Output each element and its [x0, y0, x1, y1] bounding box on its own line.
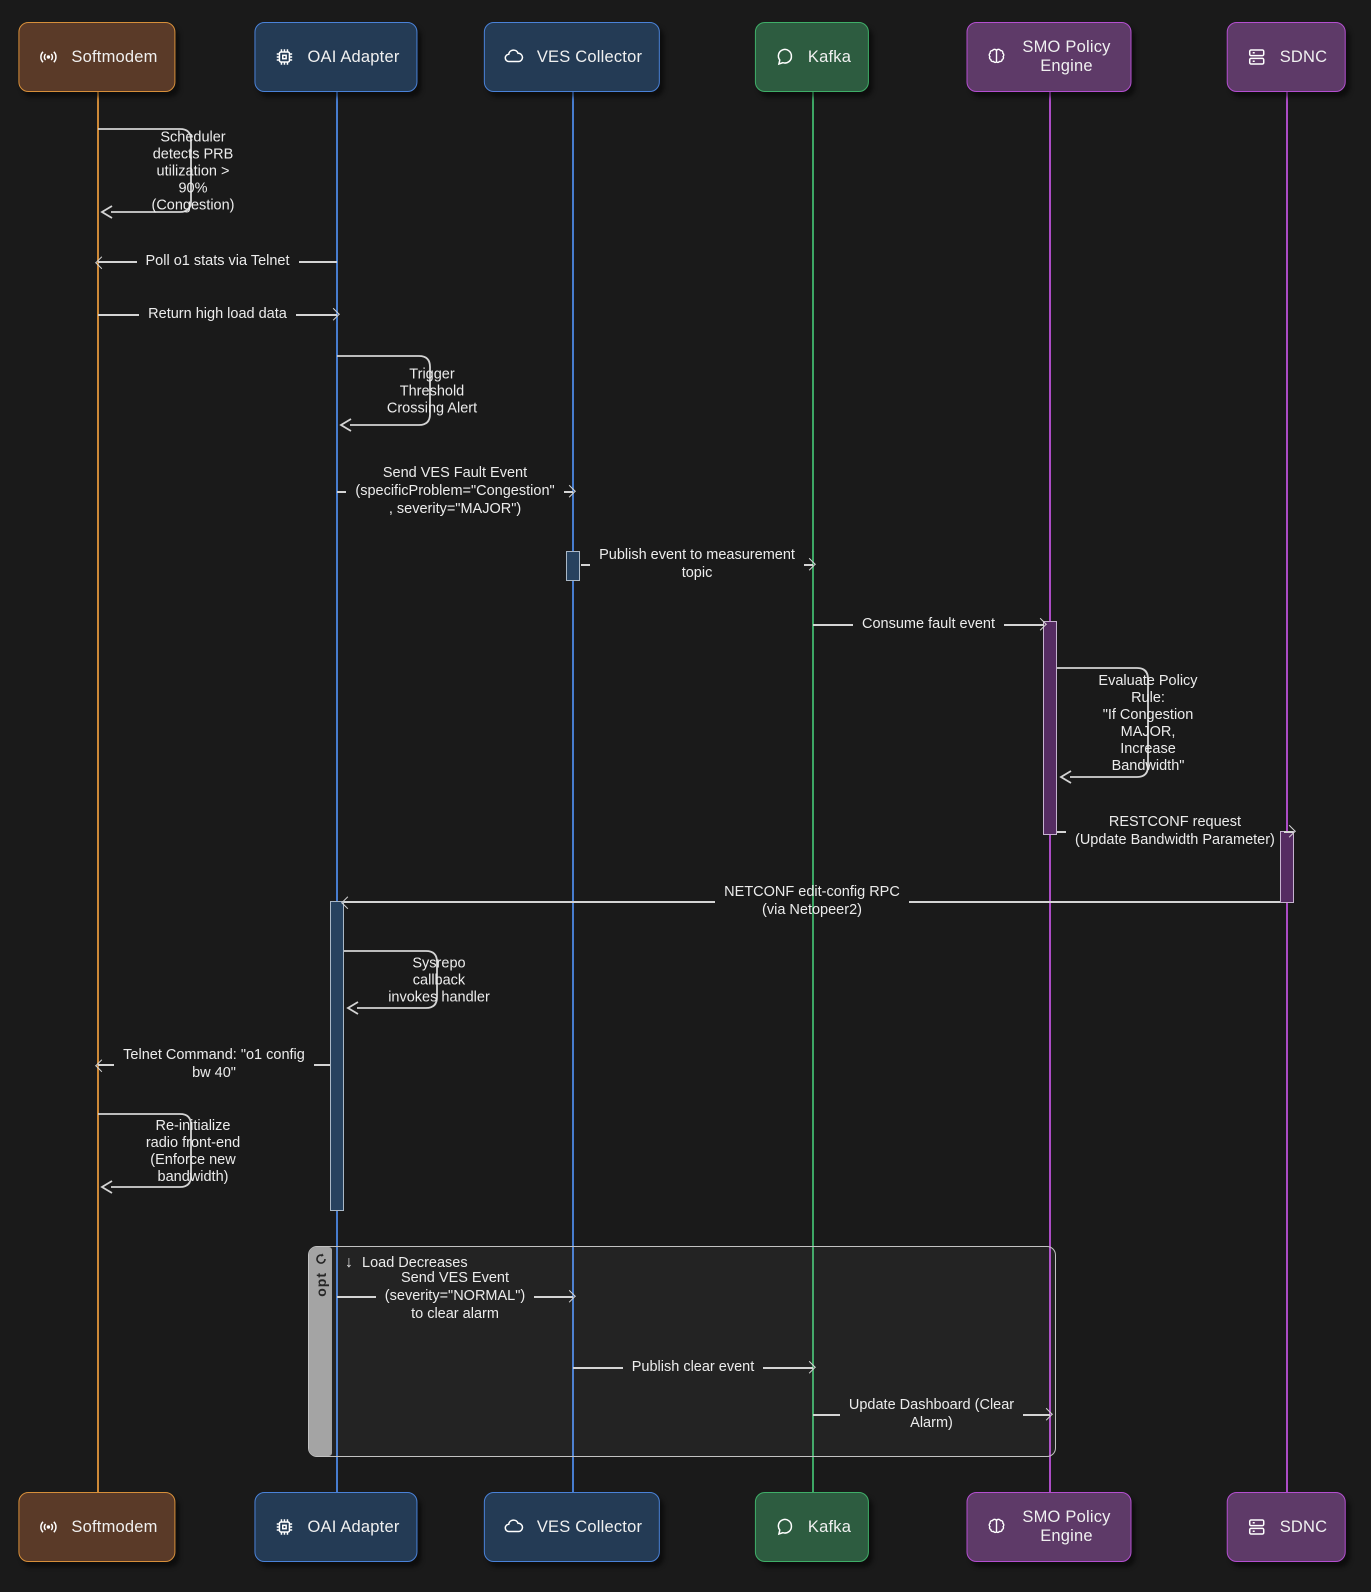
arrow-left: [344, 901, 716, 903]
server-icon: [1248, 49, 1265, 65]
message-label: Poll o1 stats via Telnet: [145, 253, 290, 270]
message-update-dashboard: Update Dashboard (Clear Alarm): [813, 1395, 1051, 1435]
message-trigger-threshold-alert: Trigger Threshold Crossing Alert: [337, 353, 505, 432]
arrow-right: [534, 1296, 574, 1298]
opt-fragment: opt ↓ Load Decreases: [308, 1246, 1056, 1457]
message-publish-event-measurement-topic: Publish event to measurement topic: [581, 545, 814, 585]
opt-condition: ↓ Load Decreases: [345, 1254, 468, 1272]
participant-sdnc-bottom: SDNC: [1226, 1492, 1346, 1562]
participant-sdnc-top: SDNC: [1226, 22, 1346, 92]
message-return-high-load: Return high load data: [98, 300, 337, 330]
opt-fragment-tab: opt: [309, 1247, 332, 1456]
lifeline-kafka: [812, 92, 814, 1492]
participant-name: VES Collector: [536, 1517, 643, 1536]
loop-arrow-icon: [315, 1253, 326, 1264]
lifeline-sdnc: [1286, 92, 1288, 1492]
participant-ves-collector-top: VES Collector: [483, 22, 661, 92]
lifeline-ves-collector: [572, 92, 574, 1492]
participant-name: OAI Adapter: [307, 47, 400, 66]
message-evaluate-policy-rule: Evaluate Policy Rule: "If Congestion MAJ…: [1057, 665, 1217, 784]
participant-name: SDNC: [1279, 1517, 1328, 1536]
chip-icon: [276, 1519, 293, 1535]
message-label: Send VES Fault Event (specificProblem="C…: [355, 465, 555, 517]
message-label: Return high load data: [148, 306, 287, 323]
opt-condition-label: Load Decreases: [362, 1255, 468, 1271]
message-netconf-edit-config: NETCONF edit-config RPC (via Netopeer2): [344, 882, 1280, 922]
lifeline-softmodem: [97, 92, 99, 1492]
participant-name: SMO Policy Engine: [1022, 1508, 1111, 1545]
participant-name: SMO Policy Engine: [1022, 38, 1111, 75]
participant-name: VES Collector: [536, 47, 643, 66]
lifeline-oai-adapter: [336, 92, 338, 1492]
activation-sdnc: [1280, 831, 1294, 903]
participant-softmodem-bottom: Softmodem: [18, 1492, 176, 1562]
antenna-icon: [40, 1521, 57, 1533]
message-label: Publish clear event: [631, 1359, 755, 1376]
message-sysrepo-callback: Sysrepo callback invokes handler: [344, 948, 512, 1015]
message-label: Telnet Command: "o1 config bw 40": [123, 1047, 305, 1081]
message-label: Publish event to measurement topic: [599, 547, 795, 581]
message-label: RESTCONF request (Update Bandwidth Param…: [1075, 814, 1275, 848]
participant-name: OAI Adapter: [307, 1517, 400, 1536]
participant-name: Kafka: [807, 47, 852, 66]
participant-oai-adapter-top: OAI Adapter: [254, 22, 418, 92]
cloud-icon: [504, 1519, 524, 1533]
arrow-right: [803, 564, 814, 566]
message-label: Evaluate Policy Rule: "If Congestion MAJ…: [1098, 673, 1198, 774]
arrow-right: [1004, 624, 1044, 626]
participant-kafka-bottom: Kafka: [754, 1492, 870, 1562]
message-reinitialize-radio: Re-initialize radio front-end (Enforce n…: [98, 1111, 266, 1194]
message-restconf-request: RESTCONF request (Update Bandwidth Param…: [1057, 812, 1293, 852]
message-send-ves-clear-event: Send VES Event (severity="NORMAL") to cl…: [337, 1268, 574, 1326]
message-scheduler-detects-congestion: Scheduler detects PRB utilization > 90% …: [98, 126, 266, 219]
message-telnet-command: Telnet Command: "o1 config bw 40": [98, 1045, 331, 1085]
arrow-right: [1023, 1414, 1051, 1416]
chat-bubble-icon: [777, 1518, 793, 1536]
activation-smo-policy-engine: [1043, 621, 1057, 835]
participant-name: Softmodem: [71, 47, 158, 66]
chip-icon: [276, 49, 293, 65]
activation-ves-collector: [566, 551, 580, 581]
participant-name: Kafka: [807, 1517, 852, 1536]
message-label: Scheduler detects PRB utilization > 90% …: [151, 129, 235, 214]
chat-bubble-icon: [777, 48, 793, 66]
message-label: Consume fault event: [862, 616, 995, 633]
message-send-ves-fault-event: Send VES Fault Event (specificProblem="C…: [337, 463, 574, 521]
message-publish-clear-event: Publish clear event: [573, 1353, 814, 1383]
message-poll-o1-stats: Poll o1 stats via Telnet: [98, 247, 338, 277]
participant-softmodem-top: Softmodem: [18, 22, 176, 92]
cloud-icon: [504, 49, 524, 63]
activation-oai-adapter: [330, 901, 344, 1211]
arrow-right: [563, 491, 574, 493]
brain-icon: [988, 48, 1005, 64]
arrow-left: [98, 261, 137, 263]
message-label: Re-initialize radio front-end (Enforce n…: [145, 1118, 241, 1185]
opt-keyword: opt: [312, 1272, 329, 1297]
arrow-right: [1283, 831, 1293, 833]
arrow-right: [763, 1367, 814, 1369]
down-arrow-icon: ↓: [345, 1254, 353, 1271]
participant-smo-policy-engine-top: SMO Policy Engine: [966, 22, 1132, 92]
message-label: Sysrepo callback invokes handler: [388, 955, 490, 1006]
participant-kafka-top: Kafka: [754, 22, 870, 92]
server-icon: [1248, 1519, 1265, 1535]
message-consume-fault-event: Consume fault event: [813, 610, 1044, 640]
antenna-icon: [40, 51, 57, 63]
participant-oai-adapter-bottom: OAI Adapter: [254, 1492, 418, 1562]
participant-name: SDNC: [1279, 47, 1328, 66]
message-label: Update Dashboard (Clear Alarm): [848, 1397, 1015, 1431]
message-label: NETCONF edit-config RPC (via Netopeer2): [724, 884, 900, 918]
message-label: Send VES Event (severity="NORMAL") to cl…: [384, 1270, 526, 1322]
arrow-left: [98, 1064, 115, 1066]
brain-icon: [988, 1518, 1005, 1534]
arrow-right: [295, 314, 337, 316]
participant-ves-collector-bottom: VES Collector: [483, 1492, 661, 1562]
message-label: Trigger Threshold Crossing Alert: [386, 366, 478, 417]
participant-name: Softmodem: [71, 1517, 158, 1536]
participant-smo-policy-engine-bottom: SMO Policy Engine: [966, 1492, 1132, 1562]
